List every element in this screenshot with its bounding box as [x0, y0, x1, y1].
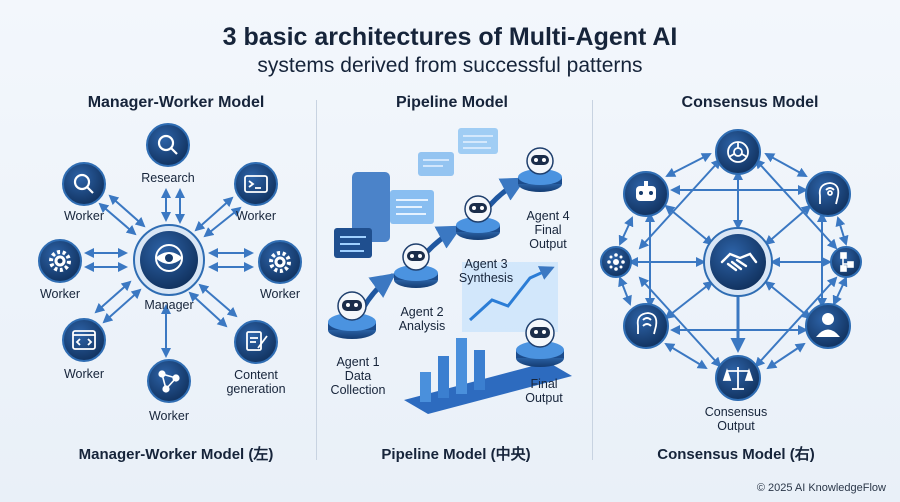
- eye-gear-icon: [155, 244, 183, 272]
- divider-right: [592, 100, 593, 460]
- final-output-robot: [516, 318, 564, 367]
- brain-head-icon: [818, 182, 840, 205]
- manager-worker-heading: Manager-Worker Model: [87, 94, 265, 111]
- worker-label-bottom: Worker: [149, 409, 189, 423]
- page-subtitle: systems derived from successful patterns: [257, 54, 643, 77]
- consensus-output-label-line1: Consensus: [705, 405, 768, 419]
- gear-icon: [269, 251, 291, 273]
- scales-icon: [722, 367, 754, 390]
- document-pen-icon: [246, 331, 268, 351]
- final-output-label-line2: Output: [525, 391, 563, 405]
- manager-worker-arrows: [84, 188, 254, 358]
- consensus-node-top-left: [623, 171, 669, 217]
- agent-1-label-line3: Collection: [331, 383, 386, 397]
- handshake-icon: [720, 252, 758, 272]
- worker-node-code: [62, 318, 106, 362]
- consensus-arrows: [618, 153, 849, 370]
- consensus-node-bottom-left: [623, 303, 669, 349]
- code-window-icon: [72, 330, 96, 350]
- hub-icon: [607, 253, 625, 271]
- agent-1-robot: [328, 291, 376, 339]
- agent-4-robot: [518, 147, 562, 192]
- agent-1-label-line1: Agent 1: [336, 355, 379, 369]
- flowchart-icon: [840, 252, 854, 272]
- consensus-output-label-line2: Output: [717, 419, 755, 433]
- agent-4-label-line3: Output: [529, 237, 567, 251]
- content-label-line2: generation: [226, 382, 285, 396]
- manager-worker-footer: Manager-Worker Model (左): [78, 446, 274, 463]
- content-label-line1: Content: [234, 368, 278, 382]
- pipeline-bar-chart: [404, 262, 572, 414]
- magnifier-icon: [73, 173, 94, 194]
- worker-label-right: Worker: [260, 287, 300, 301]
- worker-node-terminal: [234, 162, 278, 206]
- worker-label-bottom-left: Worker: [64, 367, 104, 381]
- page-title: 3 basic architectures of Multi-Agent AI: [222, 23, 678, 51]
- gear-icon: [49, 250, 71, 272]
- agent-3-label-line2: Synthesis: [459, 271, 513, 285]
- worker-label-top-right: Worker: [236, 209, 276, 223]
- agent-2-robot: [394, 243, 438, 288]
- worker-node-gear-right: [258, 240, 302, 284]
- manager-label: Manager: [144, 298, 193, 312]
- agent-3-label-line1: Agent 3: [464, 257, 507, 271]
- consensus-node-bottom-right: [805, 303, 851, 349]
- pipeline-footer: Pipeline Model (中央): [381, 446, 531, 463]
- worker-node-magnifier: [62, 162, 106, 206]
- agent-3-robot: [456, 195, 500, 240]
- final-output-label-line1: Final: [530, 377, 557, 391]
- consensus-diagram: Consensus Output: [600, 129, 862, 433]
- research-node: [146, 123, 190, 167]
- pipeline-labels: Agent 1 Data Collection Agent 2 Analysis…: [331, 209, 570, 405]
- pipeline-heading: Pipeline Model: [395, 94, 508, 111]
- worker-node-gear-left: [38, 239, 82, 283]
- manager-node: [133, 224, 205, 296]
- worker-label-left: Worker: [40, 287, 80, 301]
- consensus-node-bottom: [715, 355, 761, 401]
- divider-left: [316, 100, 317, 460]
- agent-2-label-line1: Agent 2: [400, 305, 443, 319]
- agent-1-label-line2: Data: [345, 369, 371, 383]
- content-generation-node: [234, 320, 278, 364]
- openai-icon: [727, 141, 749, 163]
- robot-icon: [636, 181, 656, 201]
- consensus-node-left: [600, 246, 632, 278]
- magnifier-icon: [157, 134, 178, 155]
- pipeline-diagram: Agent 1 Data Collection Agent 2 Analysis…: [328, 128, 572, 414]
- person-icon: [816, 313, 840, 337]
- worker-label-top-left: Worker: [64, 209, 104, 223]
- consensus-node-top-right: [805, 171, 851, 217]
- agent-4-label-line1: Agent 4: [526, 209, 569, 223]
- agent-4-label-line2: Final: [534, 223, 561, 237]
- terminal-icon: [244, 175, 268, 193]
- manager-worker-diagram: Manager Research Worker Worker: [38, 123, 302, 423]
- copyright-text: © 2025 AI KnowledgeFlow: [756, 482, 886, 494]
- title-block: 3 basic architectures of Multi-Agent AI …: [0, 22, 900, 80]
- brain-icon: [636, 312, 658, 335]
- worker-node-network: [147, 359, 191, 403]
- consensus-center-node: [703, 227, 773, 297]
- consensus-footer: Consensus Model (右): [657, 446, 815, 463]
- research-label: Research: [141, 171, 195, 185]
- pipeline-screens: [334, 128, 498, 258]
- network-icon: [158, 370, 180, 393]
- agent-2-label-line2: Analysis: [399, 319, 446, 333]
- consensus-node-top: [715, 129, 761, 175]
- consensus-heading: Consensus Model: [681, 94, 819, 111]
- consensus-node-right: [830, 246, 862, 278]
